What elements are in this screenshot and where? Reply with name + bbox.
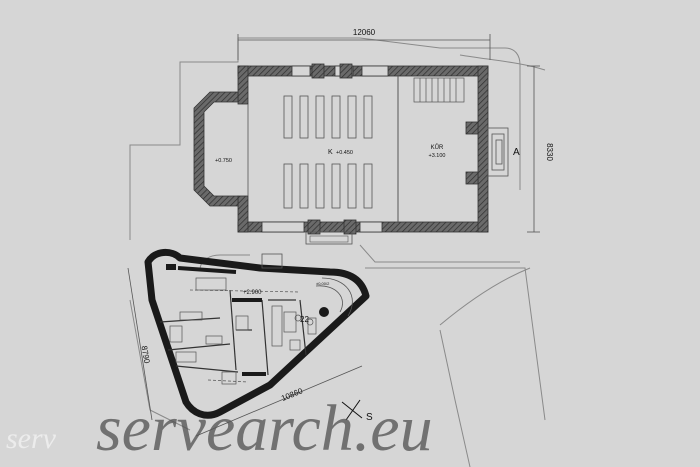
north-arrow-label: S	[366, 412, 373, 423]
site-lines	[129, 37, 546, 467]
nave-label: K	[328, 149, 333, 156]
dimension-lines	[127, 34, 540, 437]
dimension-right-height: 8330	[545, 143, 554, 161]
lower-level-label: +2.900	[243, 290, 262, 296]
dimension-left-height: 8790	[139, 345, 151, 365]
apse-level: +0.750	[215, 158, 232, 164]
choir-level: +3.100	[429, 153, 446, 159]
pews	[283, 95, 373, 209]
nave-level: +0.450	[336, 150, 353, 156]
church-plan	[193, 63, 509, 245]
dimension-top-width: 12060	[353, 28, 376, 37]
choir-label: KŮR	[431, 144, 444, 151]
room-number: 22	[300, 315, 309, 324]
stair-note: ±0,00/2	[316, 281, 330, 286]
watermark-text: servearch.eu	[96, 392, 433, 465]
watermark-ghost: serv	[6, 422, 57, 455]
section-arrow: A	[513, 147, 520, 158]
north-arrow	[341, 399, 363, 421]
parish-house-plan	[144, 249, 370, 419]
